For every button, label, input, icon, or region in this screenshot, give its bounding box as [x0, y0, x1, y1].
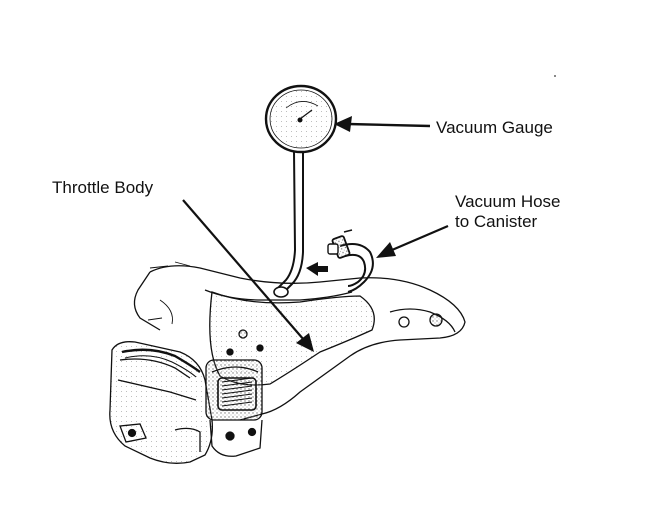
speck — [554, 75, 556, 77]
vacuum-gauge-arrow — [347, 122, 431, 128]
throttle-body-arrow — [182, 199, 305, 341]
vacuum-hose-arrow — [391, 224, 449, 252]
throttle-body-arrowhead — [296, 333, 314, 352]
engine-assembly — [109, 261, 466, 464]
vacuum-hose-label-line-2: to Canister — [455, 212, 538, 231]
vacuum-hose-label: Vacuum Hose to Canister — [455, 192, 561, 232]
throttle-body-label: Throttle Body — [52, 178, 154, 197]
connection-direction-arrow — [306, 262, 328, 276]
vacuum-hose-label-line-1: Vacuum Hose — [455, 192, 561, 211]
vacuum-gauge — [264, 84, 338, 298]
vacuum-hose-arrowhead — [376, 242, 396, 258]
leader-arrows — [182, 116, 449, 352]
vacuum-hose — [327, 229, 374, 293]
vacuum-gauge-arrowhead — [334, 116, 352, 132]
vacuum-gauge-label: Vacuum Gauge — [436, 118, 553, 137]
